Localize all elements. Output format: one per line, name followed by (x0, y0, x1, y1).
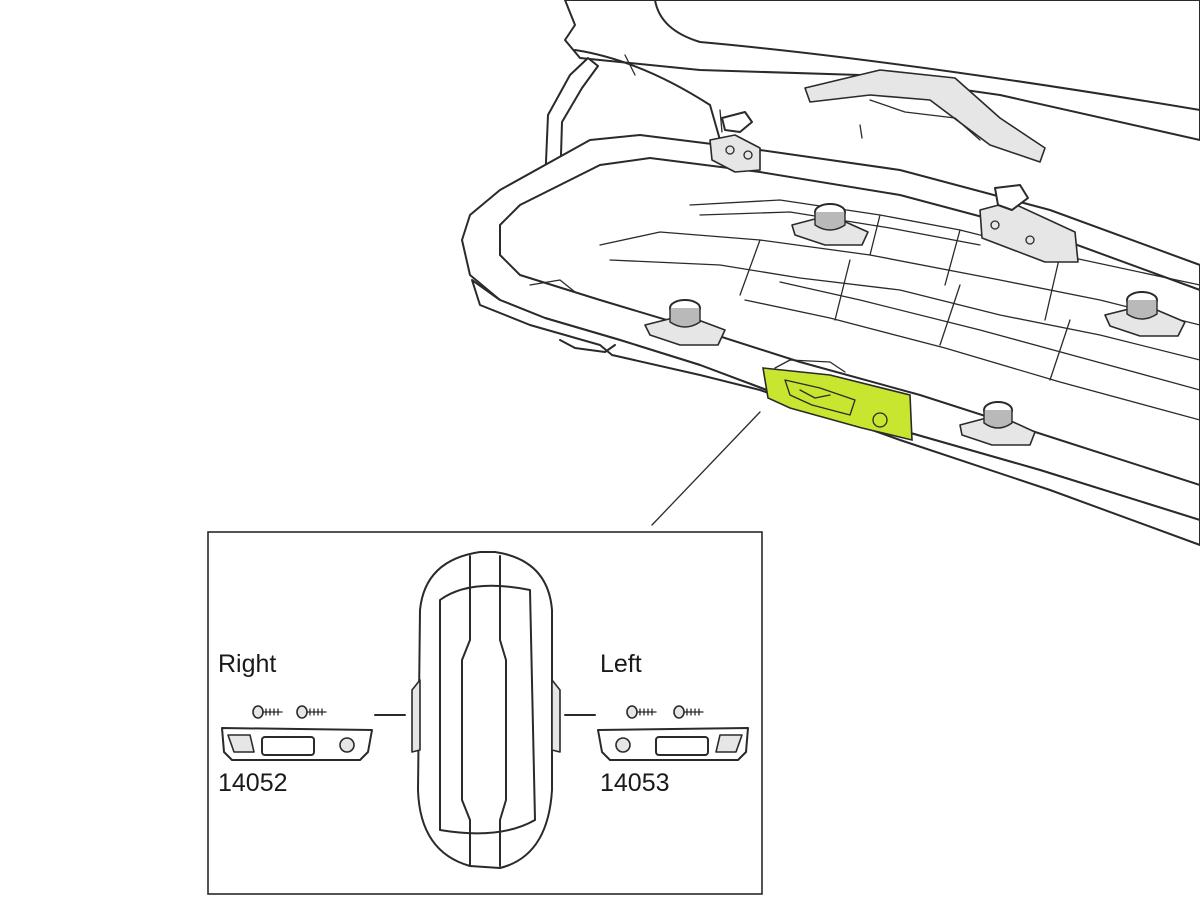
hinge-bracket-1 (709, 111, 761, 173)
mounting-knob-4 (959, 401, 1036, 446)
left-label: Left (600, 650, 642, 678)
right-part-number: 14052 (218, 769, 288, 797)
hinge-bracket-2 (979, 184, 1079, 263)
mounting-knob-2 (644, 299, 726, 346)
right-label: Right (218, 650, 277, 678)
screw-icon (296, 705, 327, 719)
highlighted-handle-part (762, 359, 913, 442)
lid-handle (804, 69, 1046, 163)
screw-icon (673, 705, 704, 719)
leader-line (651, 411, 761, 526)
highlight-shape (762, 367, 913, 442)
screw-icon (252, 705, 283, 719)
mounting-knob-1 (791, 203, 869, 246)
box-front-view (411, 551, 561, 869)
screw-icon (626, 705, 657, 719)
roof-box-open-view (461, 0, 1200, 546)
left-part-drawing (597, 705, 749, 761)
right-part-drawing (221, 705, 373, 761)
left-part-number: 14053 (600, 769, 670, 797)
inset-panel (207, 531, 763, 895)
mounting-knob-3 (1104, 291, 1186, 337)
